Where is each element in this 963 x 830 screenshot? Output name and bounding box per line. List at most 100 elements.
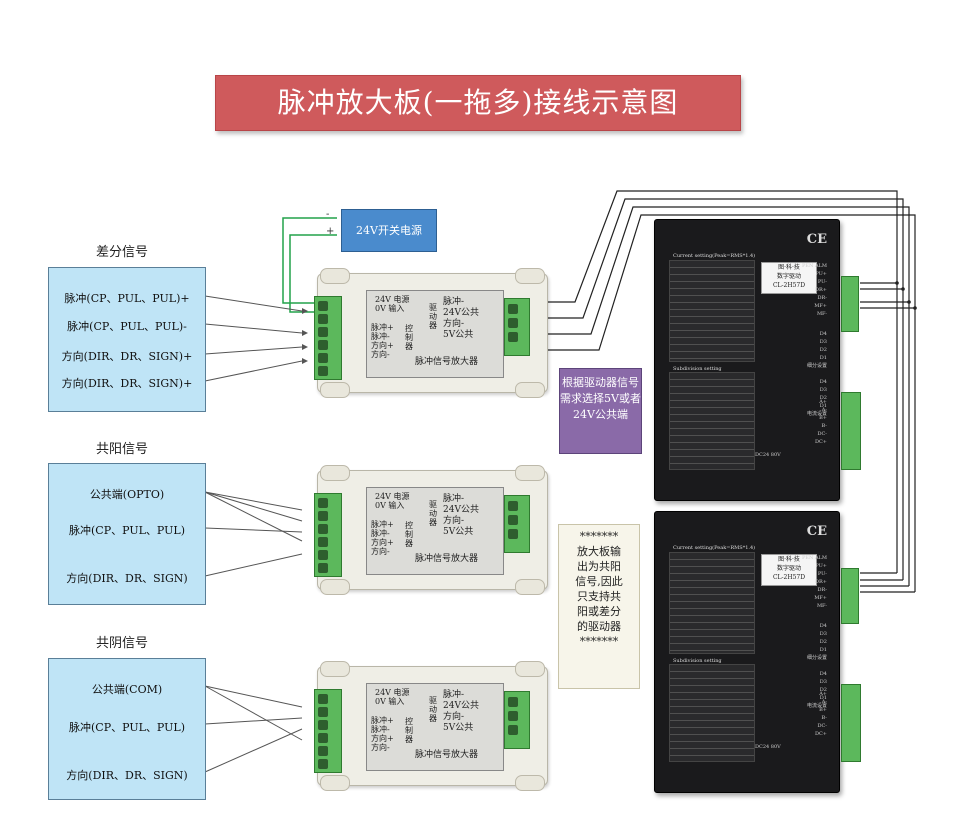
com-signal-wires (204, 685, 303, 773)
table-row (670, 700, 754, 707)
model-label: 图·科·技 数字驱动 CL-2H57D (761, 554, 817, 586)
board-label-panel: 24V 电源 0V 输入 脉冲+ 脉冲- 方向+ 方向- 控制器 驱动器 脉冲-… (366, 683, 504, 771)
com-signal-pulse: 脉冲(CP、PUL、PUL) (69, 721, 185, 734)
power-supply-box: 24V开关电源 (341, 209, 437, 252)
psu-minus-wire (282, 217, 337, 304)
table-row (670, 560, 754, 567)
table-row (670, 595, 754, 602)
driver-power-terminal (841, 684, 861, 762)
table-row (670, 686, 754, 693)
table-row (670, 574, 754, 581)
table-row (670, 303, 754, 310)
table-row (670, 567, 754, 574)
diff-signal-dir-plus: 方向(DIR、DR、SIGN)+ (61, 350, 193, 363)
diff-signal-pul-minus: 脉冲(CP、PUL、PUL)- (67, 320, 187, 333)
output-terminal-block (504, 298, 530, 356)
diff-signal-dir-plus-2: 方向(DIR、DR、SIGN)+ (61, 377, 193, 390)
amplifier-board-1: 24V 电源 0V 输入 脉冲+ 脉冲- 方向+ 方向- 控制器 驱动器 脉冲-… (314, 268, 548, 398)
table-row (670, 408, 754, 415)
table-row (670, 450, 754, 457)
table-row (670, 373, 754, 380)
table-row (670, 436, 754, 443)
table-row (670, 630, 754, 637)
diff-signal-pul-plus: 脉冲(CP、PUL、PUL)+ (64, 292, 190, 305)
com-group-label: 共阴信号 (96, 636, 149, 651)
table-row (670, 422, 754, 429)
diff-signal-box: 脉冲(CP、PUL、PUL)+ 脉冲(CP、PUL、PUL)- 方向(DIR、D… (48, 267, 206, 412)
amplifier-board-2: 24V 电源 0V 输入 脉冲+ 脉冲- 方向+ 方向- 控制器 驱动器 脉冲-… (314, 465, 548, 595)
table-row (670, 296, 754, 303)
table-row (670, 261, 754, 268)
table-row (670, 324, 754, 331)
table-row (670, 317, 754, 324)
table-row (670, 429, 754, 436)
opto-signal-dir: 方向(DIR、DR、SIGN) (66, 572, 188, 585)
board-label-panel: 24V 电源 0V 输入 脉冲+ 脉冲- 方向+ 方向- 控制器 驱动器 脉冲-… (366, 290, 504, 378)
opto-signal-box: 公共端(OPTO) 脉冲(CP、PUL、PUL) 方向(DIR、DR、SIGN) (48, 463, 206, 605)
table-row (670, 588, 754, 595)
table-row (670, 394, 754, 401)
board-label-panel: 24V 电源 0V 输入 脉冲+ 脉冲- 方向+ 方向- 控制器 驱动器 脉冲-… (366, 487, 504, 575)
table-row (670, 616, 754, 623)
table-row (670, 637, 754, 644)
diff-signal-wires (204, 295, 303, 382)
table-row (670, 443, 754, 450)
opto-signal-wires (204, 491, 303, 577)
table-row (670, 714, 754, 721)
table-row (670, 553, 754, 560)
output-terminal-block (504, 495, 530, 553)
current-table (669, 552, 755, 654)
page-title: 脉冲放大板(一拖多)接线示意图 (215, 75, 741, 131)
table-row (670, 693, 754, 700)
table-row (670, 338, 754, 345)
com-signal-common: 公共端(COM) (91, 683, 163, 696)
opto-group-label: 共阳信号 (96, 442, 149, 457)
output-terminal-block (504, 691, 530, 749)
diff-group-label: 差分信号 (96, 245, 149, 260)
driver-signal-terminal (841, 276, 859, 332)
table-row (670, 345, 754, 352)
table-row (670, 609, 754, 616)
table-row (670, 707, 754, 714)
table-row (670, 581, 754, 588)
table-row (670, 331, 754, 338)
table-row (670, 749, 754, 756)
table-row (670, 268, 754, 275)
input-terminal-block (314, 296, 342, 380)
purple-note: 根据驱动器信号需求选择5V或者24V公共端 (559, 368, 642, 454)
beige-note: ******* 放大板输 出为共阳 信号,因此 只支持共 阳或差分 的驱动器 *… (558, 524, 640, 689)
table-row (670, 352, 754, 359)
table-row (670, 665, 754, 672)
table-row (670, 623, 754, 630)
input-terminal-block (314, 689, 342, 773)
amplifier-board-3: 24V 电源 0V 输入 脉冲+ 脉冲- 方向+ 方向- 控制器 驱动器 脉冲-… (314, 661, 548, 791)
com-signal-dir: 方向(DIR、DR、SIGN) (66, 769, 188, 782)
table-row (670, 289, 754, 296)
stepper-driver-2: CE Current setting(Peak=RMS*1.4) 图·科·技 数… (654, 511, 861, 793)
table-row (670, 457, 754, 464)
table-row (670, 415, 754, 422)
com-signal-box: 公共端(COM) 脉冲(CP、PUL、PUL) 方向(DIR、DR、SIGN) (48, 658, 206, 800)
opto-signal-common: 公共端(OPTO) (89, 488, 165, 501)
table-row (670, 282, 754, 289)
subdivision-table (669, 372, 755, 470)
driver-power-terminal (841, 392, 861, 470)
table-row (670, 380, 754, 387)
table-row (670, 275, 754, 282)
table-row (670, 679, 754, 686)
current-table (669, 260, 755, 362)
table-row (670, 602, 754, 609)
table-row (670, 728, 754, 735)
table-row (670, 735, 754, 742)
model-label: 图·科·技 数字驱动 CL-2H57D (761, 262, 817, 294)
table-row (670, 721, 754, 728)
table-row (670, 387, 754, 394)
opto-signal-pulse: 脉冲(CP、PUL、PUL) (69, 524, 185, 537)
psu-minus-sign: - (326, 209, 330, 220)
table-row (670, 310, 754, 317)
table-row (670, 742, 754, 749)
psu-plus-sign: + (326, 226, 335, 237)
driver-signal-terminal (841, 568, 859, 624)
stepper-driver-1: CE Current setting(Peak=RMS*1.4) 图·科·技 数… (654, 219, 861, 501)
